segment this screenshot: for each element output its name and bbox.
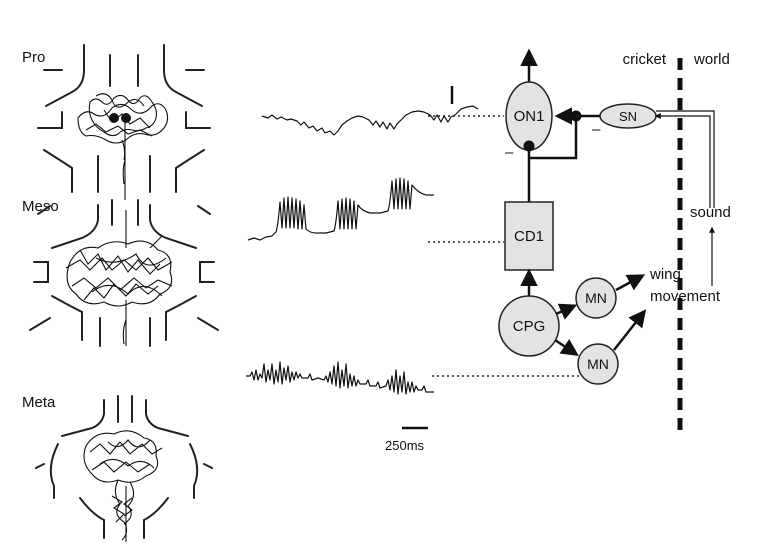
inhibit-sign-left: – bbox=[505, 144, 514, 161]
ganglion-drawings: Pro Meso Meta bbox=[22, 44, 219, 542]
label-wing: wing bbox=[649, 266, 681, 283]
mn-lower-to-wing-arrow bbox=[613, 309, 647, 351]
node-mn-lower bbox=[577, 343, 619, 385]
neuron-meso bbox=[65, 210, 173, 346]
recording-traces: 250ms bbox=[246, 86, 580, 453]
node-cd1 bbox=[504, 201, 554, 271]
node-sn-label: SN bbox=[619, 109, 637, 124]
inhibitory-loop bbox=[529, 116, 578, 160]
label-world: world bbox=[693, 51, 730, 68]
scale-bar-label: 250ms bbox=[385, 438, 425, 453]
node-on1-label: ON1 bbox=[514, 108, 545, 125]
trace-cd1 bbox=[247, 177, 434, 241]
node-cpg bbox=[498, 295, 560, 357]
neuron-pro bbox=[77, 93, 169, 200]
cpg-to-mn-lower-arrow bbox=[554, 338, 579, 356]
node-mn-upper bbox=[575, 277, 617, 319]
ganglion-meta-outline bbox=[35, 395, 213, 539]
ganglion-pro-outline bbox=[37, 44, 211, 193]
label-cricket: cricket bbox=[623, 51, 667, 68]
label-pro: Pro bbox=[22, 49, 45, 66]
node-cpg-label: CPG bbox=[513, 318, 546, 335]
trace-motor bbox=[246, 361, 434, 395]
label-meso: Meso bbox=[22, 198, 59, 215]
node-mn-lower-label: MN bbox=[587, 356, 609, 372]
node-cd1-label: CD1 bbox=[514, 228, 544, 245]
mn-upper-to-wing-arrow bbox=[615, 274, 646, 292]
trace-on1 bbox=[261, 105, 479, 136]
sound-to-sn-arrow bbox=[654, 113, 711, 208]
label-movement: movement bbox=[650, 288, 721, 305]
neuron-meta bbox=[83, 430, 163, 542]
label-sound: sound bbox=[690, 204, 731, 221]
circuit-diagram: ON1 SN – – CD1 CPG MN MN bbox=[498, 48, 731, 430]
cd1-inhibition-dot bbox=[523, 140, 535, 152]
label-meta: Meta bbox=[22, 394, 56, 411]
inhibit-sign-top: – bbox=[592, 121, 601, 138]
ganglion-meso-outline bbox=[29, 199, 219, 347]
cpg-to-mn-upper-arrow bbox=[555, 303, 578, 320]
node-mn-upper-label: MN bbox=[585, 290, 607, 306]
sound-path-outer bbox=[656, 110, 715, 208]
